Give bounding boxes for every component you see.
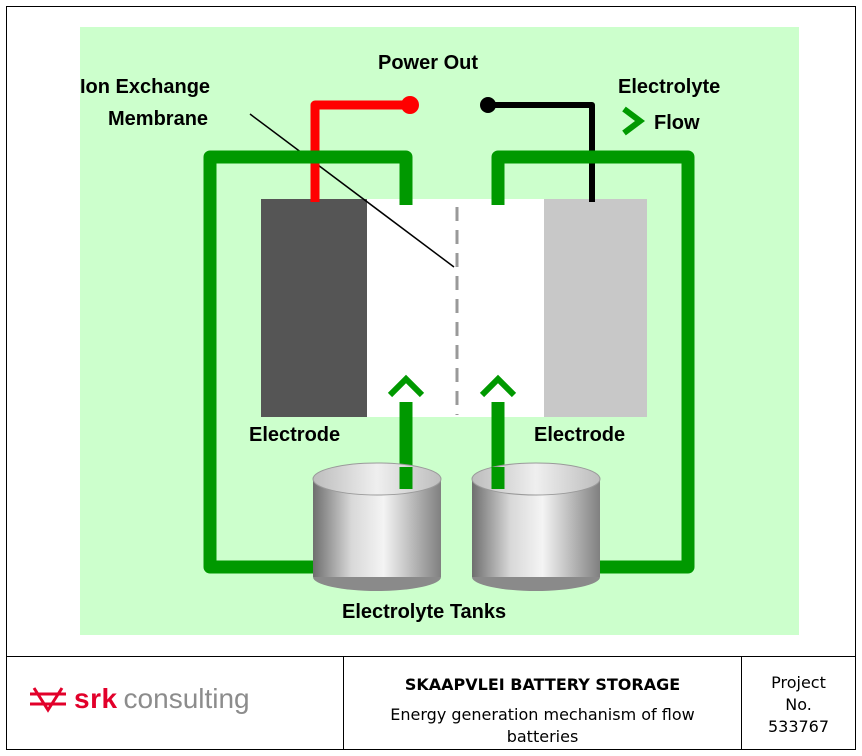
right-electrolyte-pipe bbox=[491, 150, 695, 574]
negative-terminal bbox=[480, 97, 496, 113]
negative-wire bbox=[488, 102, 595, 202]
positive-electrode bbox=[544, 199, 647, 417]
logo-cell: srk consulting bbox=[6, 657, 344, 750]
electrolyte-label: Electrolyte bbox=[618, 76, 720, 98]
flow-battery-diagram: Power Out Ion Exchange Membrane Electrol… bbox=[80, 27, 799, 635]
logo-brand-text: srk bbox=[74, 683, 118, 714]
logo-suffix-text: consulting bbox=[123, 683, 250, 714]
positive-terminal bbox=[401, 96, 419, 114]
right-flow-arrow bbox=[479, 374, 517, 398]
project-cell: Project No. 533767 bbox=[742, 657, 855, 750]
electrolyte-flow-arrow bbox=[622, 106, 645, 136]
left-flow-arrow bbox=[387, 374, 425, 398]
footer-title-block: srk consulting SKAAPVLEI BATTERY STORAGE… bbox=[6, 656, 856, 750]
left-electrode-label: Electrode bbox=[249, 424, 340, 446]
right-electrolyte-tank bbox=[471, 462, 601, 591]
srk-logo-mark-icon bbox=[30, 687, 66, 713]
document-title: SKAAPVLEI BATTERY STORAGE bbox=[404, 675, 681, 694]
membrane-label: Membrane bbox=[108, 108, 208, 130]
right-electrode-label: Electrode bbox=[534, 424, 625, 446]
title-cell: SKAAPVLEI BATTERY STORAGE Energy generat… bbox=[344, 657, 742, 750]
positive-wire bbox=[310, 100, 410, 202]
left-electrolyte-pipe bbox=[203, 150, 413, 574]
left-electrolyte-tank bbox=[312, 462, 442, 591]
power-out-label: Power Out bbox=[378, 52, 478, 74]
membrane-pointer-line bbox=[249, 113, 455, 268]
project-label: Project bbox=[771, 673, 826, 692]
figure-caption: Energy generation mechanism of flow batt… bbox=[390, 705, 695, 746]
ion-exchange-label: Ion Exchange bbox=[80, 76, 210, 98]
flow-label: Flow bbox=[654, 112, 700, 134]
electrolyte-tanks-label: Electrolyte Tanks bbox=[342, 601, 506, 623]
page-frame bbox=[6, 6, 856, 750]
negative-electrode bbox=[261, 199, 367, 417]
project-no-label: No. bbox=[785, 695, 812, 714]
project-number: 533767 bbox=[767, 717, 830, 736]
srk-logo: srk consulting bbox=[28, 683, 250, 715]
